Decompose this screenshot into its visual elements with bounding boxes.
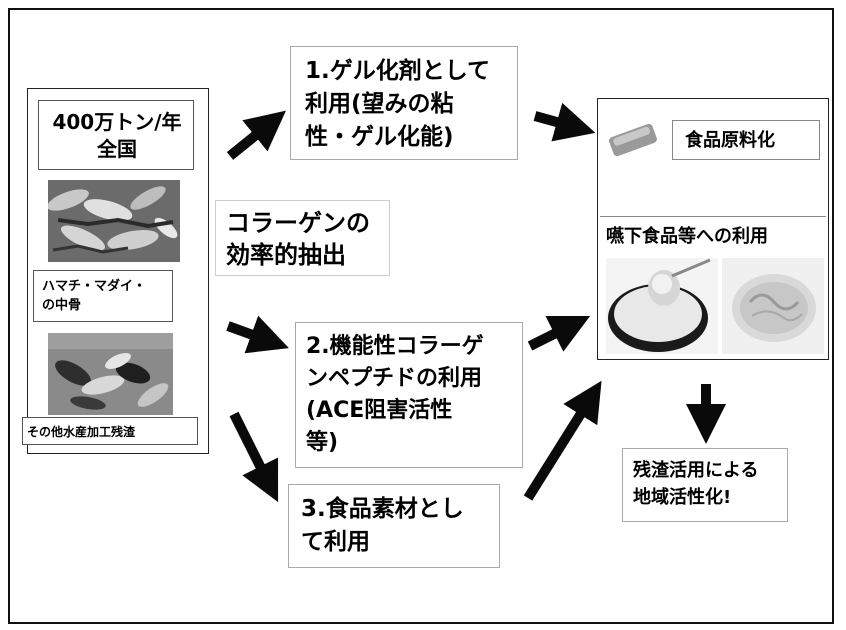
residue-photo <box>48 333 173 415</box>
use-gel-box: 1.ゲル化剤として 利用(望みの粘 性・ゲル化能) <box>290 46 518 160</box>
arrow-to-use-material <box>229 411 279 503</box>
raw-material-box: 食品原料化 <box>672 120 820 160</box>
food-block-photo <box>606 118 662 164</box>
fish-label-box: ハマチ・マダイ・ の中骨 <box>33 270 173 322</box>
pudding-bowl-photo <box>606 258 718 354</box>
residue-label: その他水産加工残渣 <box>27 425 136 439</box>
regional-box: 残渣活用による 地域活性化! <box>622 448 788 522</box>
arrow-to-use-gel <box>226 110 286 160</box>
regional-label: 残渣活用による 地域活性化! <box>633 460 759 508</box>
swallow-food-label: 嚥下食品等への利用 <box>606 226 768 247</box>
use-material-label: 3.食品素材とし て利用 <box>301 496 464 555</box>
amount-box: 400万トン/年 全国 <box>38 100 194 170</box>
arrow-peptide-to-food <box>527 315 591 352</box>
residue-label-box: その他水産加工残渣 <box>22 417 198 445</box>
amount-title: 400万トン/年 全国 <box>52 110 182 161</box>
use-gel-label: 1.ゲル化剤として 利用(望みの粘 性・ゲル化能) <box>305 58 491 150</box>
arrow-to-use-peptide <box>226 315 289 354</box>
jelly-dish-photo <box>722 258 824 354</box>
extraction-box: コラーゲンの 効率的抽出 <box>215 200 390 276</box>
arrow-gel-to-food <box>533 102 596 142</box>
fish-bones-photo <box>48 180 180 262</box>
use-peptide-box: 2.機能性コラーゲ ンペプチドの利用 (ACE阻害活性 等) <box>295 322 523 468</box>
arrow-material-to-food <box>523 380 602 501</box>
use-peptide-label: 2.機能性コラーゲ ンペプチドの利用 (ACE阻害活性 等) <box>306 334 484 455</box>
raw-material-label: 食品原料化 <box>685 130 775 151</box>
swallow-food-box: 嚥下食品等への利用 <box>600 216 826 256</box>
use-material-box: 3.食品素材とし て利用 <box>288 484 500 568</box>
fish-label: ハマチ・マダイ・ の中骨 <box>42 279 147 313</box>
extraction-label: コラーゲンの 効率的抽出 <box>226 209 370 269</box>
